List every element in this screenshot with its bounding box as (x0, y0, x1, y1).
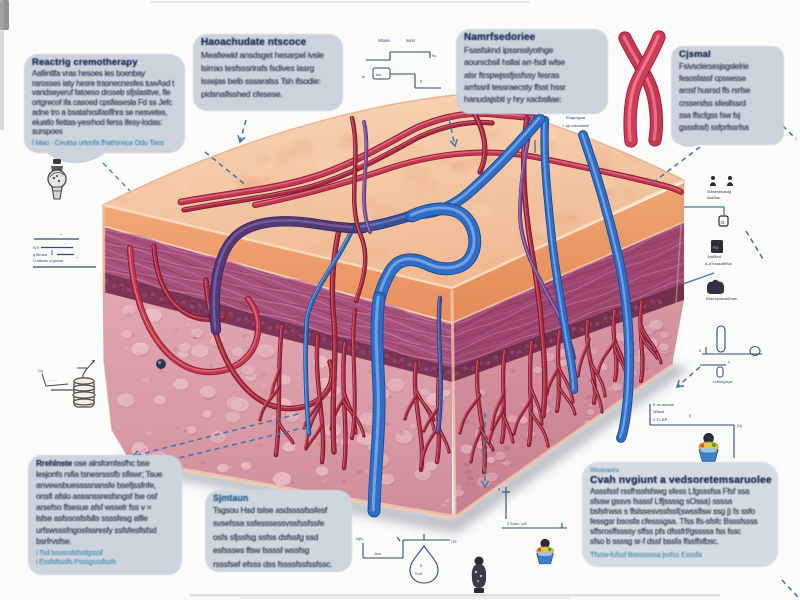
svg-text:q-Brosa: q-Brosa (33, 252, 48, 257)
svg-text:Wtase: Wtase (378, 38, 391, 43)
svg-text:~: ~ (76, 255, 79, 260)
svg-text:FD: FD (713, 245, 718, 250)
svg-text:2 Eusn, wF: 2 Eusn, wF (507, 521, 528, 526)
svg-text:A-aTsnasdbtSla: A-aTsnasdbtSla (705, 262, 732, 266)
svg-text:Sdbtesfmasdg: Sdbtesfmasdg (707, 190, 731, 194)
svg-text:... ....: ... .... (49, 378, 57, 382)
svg-text:Ehapdguat: Ehapdguat (566, 115, 586, 120)
svg-text:tau: tau (376, 73, 381, 77)
svg-text:Eltad bplasuklZnvm: Eltad bplasuklZnvm (706, 297, 737, 301)
svg-text:γ: γ (689, 413, 692, 418)
svg-text:Jum: Jum (374, 552, 381, 556)
svg-text:q: q (498, 487, 500, 491)
svg-text:+ ap-rdssnaest: + ap-rdssnaest (562, 123, 589, 128)
svg-text:(N): (N) (737, 424, 743, 428)
svg-text:O-dilsoss ul-gstoss: O-dilsoss ul-gstoss (33, 259, 64, 263)
svg-text:2 Tu.BP: 2 Tu.BP (653, 417, 668, 422)
svg-text:6: 6 (699, 349, 701, 353)
svg-text:ς: ς (728, 359, 730, 364)
svg-text:E ra asvsae: E ra asvsae (653, 402, 675, 407)
svg-text:hsa2lau: hsa2lau (707, 196, 720, 200)
svg-text:N(t): N(t) (356, 536, 363, 541)
svg-text:p: p (420, 78, 423, 83)
svg-text:^: ^ (60, 232, 62, 237)
svg-text:9u: 9u (432, 53, 436, 58)
svg-text:δ: δ (420, 563, 423, 568)
svg-text:N il: N il (33, 245, 39, 250)
svg-text:→: → (63, 241, 67, 245)
svg-text:Σωδι: Σωδι (415, 572, 423, 576)
svg-text:ITE: ITE (451, 540, 457, 544)
svg-text:suter: suter (406, 38, 416, 43)
svg-text:G: G (721, 220, 725, 225)
svg-text:w: w (362, 74, 365, 79)
svg-text:Lidfesjdrya: Lidfesjdrya (713, 379, 733, 384)
svg-text:Wlasd: Wlasd (653, 409, 664, 414)
svg-text:Dg: Dg (38, 369, 43, 373)
svg-text:Jmd5mil: Jmd5mil (707, 255, 721, 259)
